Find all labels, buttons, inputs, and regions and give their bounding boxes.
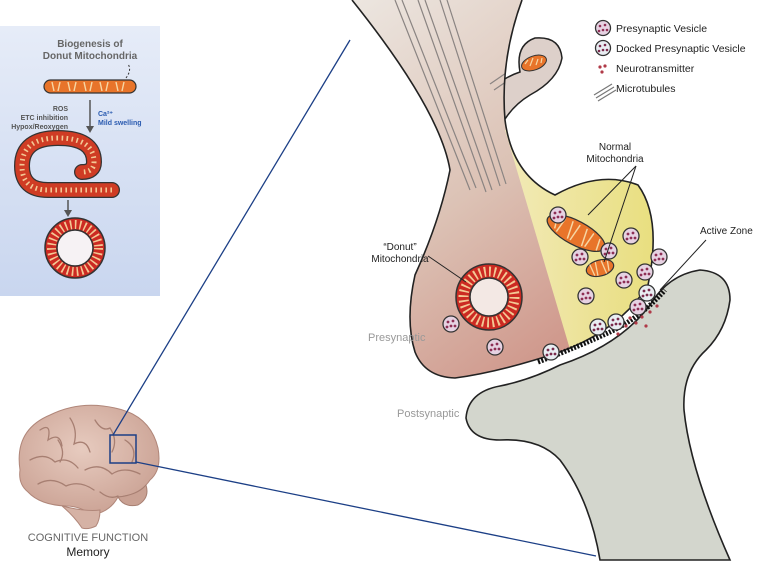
brain-illustration — [18, 404, 160, 530]
presynaptic-vesicle — [486, 338, 504, 356]
biogenesis-inset: Biogenesis of Donut Mitochondria ROS ETC… — [0, 26, 160, 296]
normal-mito-label-line2: Mitochondria — [586, 154, 644, 165]
neurotransmitter-dot — [624, 324, 628, 328]
presynaptic-vesicle — [577, 287, 595, 305]
normal-mitochondrion-2 — [585, 258, 615, 278]
neurotransmitter-dot — [655, 304, 659, 308]
legend-label-1: Docked Presynaptic Vesicle — [616, 43, 746, 55]
neurotransmitter-dot — [640, 315, 644, 319]
legend-label-3: Microtubules — [616, 83, 676, 95]
docked-vesicle — [542, 343, 560, 361]
donut-mito-label-line2: Mitochondria — [371, 254, 429, 265]
donut-mito-label-line1: “Donut” — [383, 242, 416, 253]
legend: Presynaptic Vesicle Docked Presynaptic V… — [593, 19, 746, 102]
docked-vesicle — [638, 284, 656, 302]
rod-mitochondrion — [43, 79, 137, 94]
microtubules-icon — [593, 83, 617, 102]
inset-title-line2: Donut Mitochondria — [43, 51, 138, 62]
zoom-box — [109, 434, 137, 464]
presynaptic-label: Presynaptic — [368, 332, 426, 344]
branch-mitochondrion — [521, 54, 547, 72]
neurotransmitter-dot — [634, 321, 638, 325]
presynaptic-vesicle — [622, 227, 640, 245]
stress-etc: ETC inhibition — [21, 115, 68, 122]
arrow-2-head — [64, 210, 72, 217]
zoom-line-top — [112, 39, 351, 436]
postsynaptic-spine — [465, 269, 732, 561]
presynaptic-vesicle — [571, 248, 589, 266]
neurotransmitter-dot — [616, 332, 620, 336]
neurotransmitter-dot — [628, 316, 632, 320]
docked-vesicle — [607, 313, 625, 331]
presynaptic-vesicle — [636, 263, 654, 281]
cerebellum — [117, 483, 148, 507]
calcium-label: Ca²⁺ — [98, 111, 113, 118]
memory-label: Memory — [66, 545, 109, 559]
neurotransmitter-dot — [644, 324, 648, 328]
presynaptic-vesicle-icon — [594, 19, 612, 37]
neurotransmitter-dot — [648, 310, 652, 314]
presynaptic-vesicle — [650, 248, 668, 266]
presynaptic-vesicle — [615, 271, 633, 289]
arrow-1-head — [86, 126, 94, 133]
docked-vesicle — [589, 318, 607, 336]
curled-mitochondrion — [13, 129, 120, 198]
normal-mito-pointer-1 — [587, 165, 637, 216]
active-zone-label: Active Zone — [700, 226, 753, 237]
active-zone-pointer — [659, 239, 707, 291]
presynaptic-vesicle — [629, 298, 647, 316]
vesicles — [442, 206, 668, 361]
neurotransmitter-icon — [598, 64, 607, 74]
brain-stem — [61, 505, 101, 530]
fission-dashed-arrow — [125, 63, 131, 79]
swelling-label: Mild swelling — [98, 120, 142, 127]
donut-mito-pointer — [427, 255, 467, 283]
legend-label-2: Neurotransmitter — [616, 63, 695, 75]
donut-mitochondrion — [455, 263, 523, 331]
cognitive-function-label: COGNITIVE FUNCTION — [28, 532, 148, 544]
zoom-line-bottom — [135, 461, 597, 557]
legend-label-0: Presynaptic Vesicle — [616, 23, 707, 35]
normal-mito-label-line1: Normal — [599, 142, 631, 153]
inset-title-line1: Biogenesis of — [57, 39, 123, 50]
inset-donut-mitochondrion — [44, 217, 106, 279]
neurotransmitter-dots — [616, 304, 659, 336]
stress-ros: ROS — [53, 106, 69, 113]
postsynaptic-label: Postsynaptic — [397, 408, 460, 420]
presynaptic-vesicle — [549, 206, 567, 224]
stress-hypox: Hypox/Reoxygen — [11, 124, 68, 131]
docked-vesicle-icon — [594, 39, 612, 57]
presynaptic-membrane — [351, 0, 654, 379]
active-zone-density — [537, 288, 667, 365]
presynaptic-vesicle — [442, 315, 460, 333]
normal-mito-pointer-2 — [603, 165, 637, 263]
presynaptic-vesicle — [600, 242, 618, 260]
